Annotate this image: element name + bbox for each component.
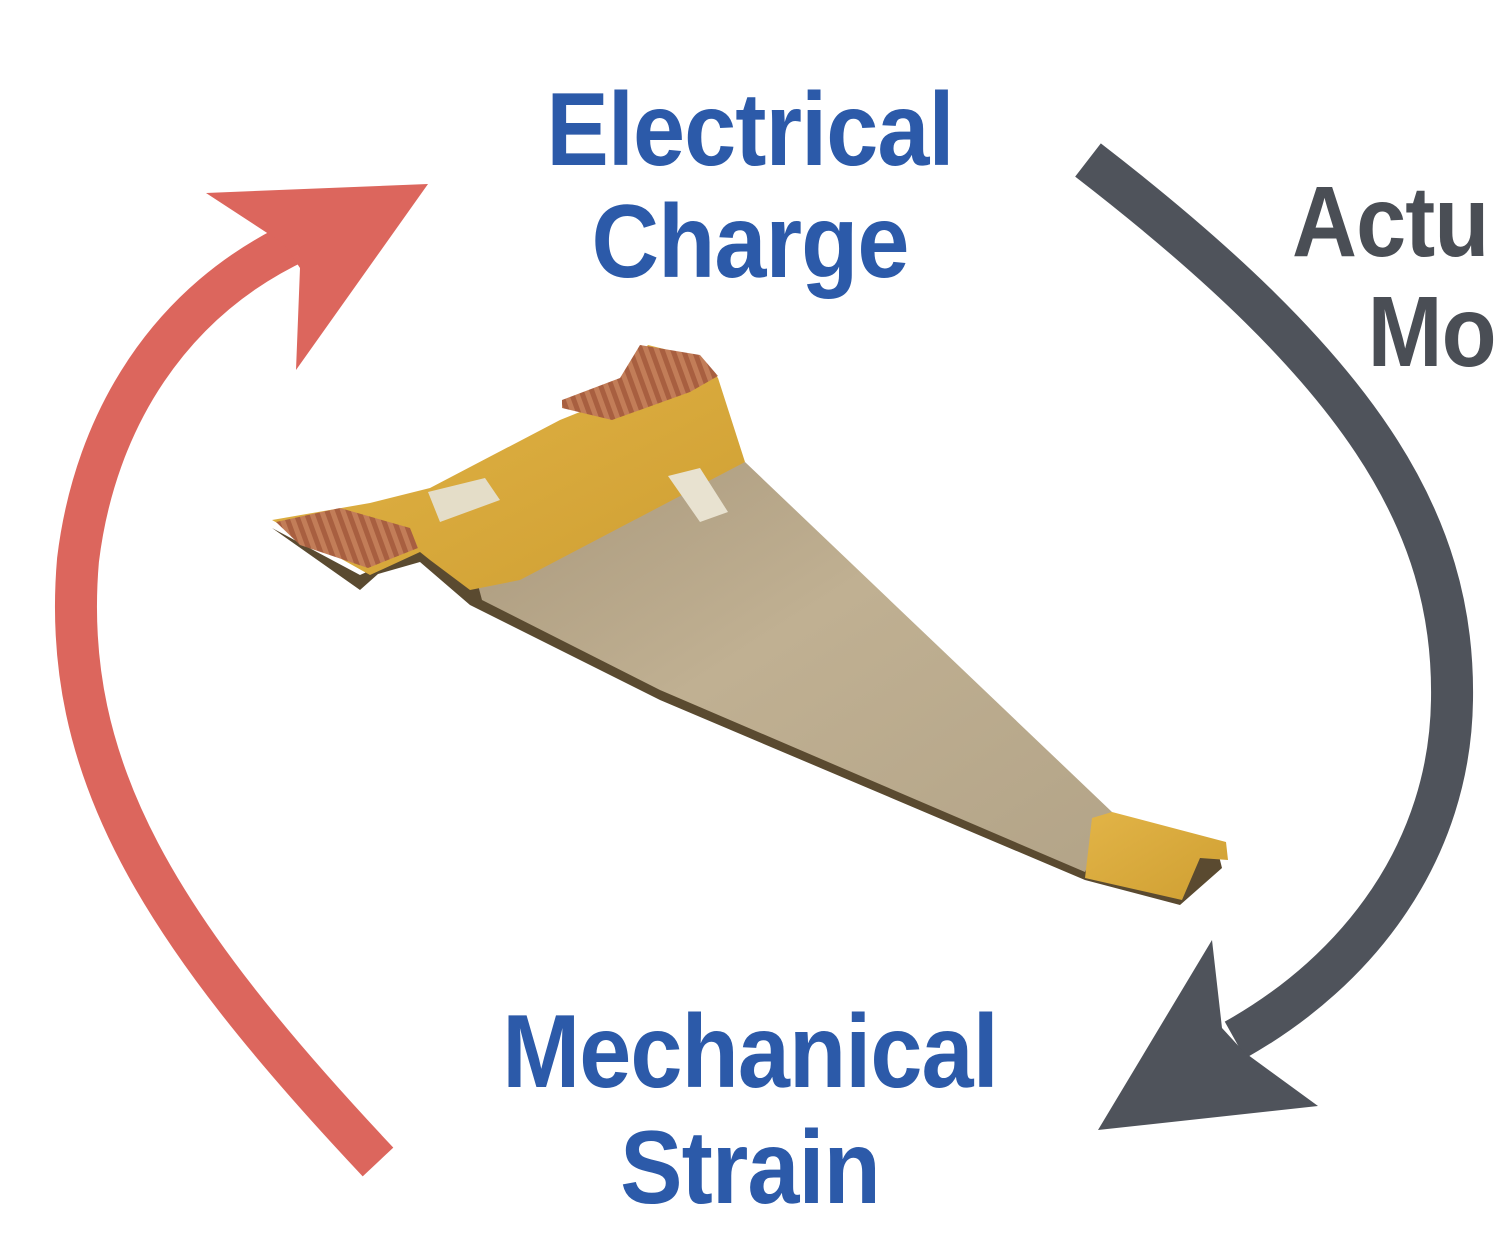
mechanical-strain-line2: Strain <box>620 1110 881 1226</box>
left-arrow-shaft <box>54 220 394 1177</box>
piezo-bimorph-actuator-photo <box>272 345 1228 905</box>
left-arrow-head <box>206 184 428 370</box>
copper-electrode-left <box>276 508 418 568</box>
mechanical-strain-label: Mechanical Strain <box>498 1000 1002 1220</box>
electrical-charge-label: Electrical Charge <box>498 78 1002 294</box>
curved-arrow-up-icon <box>54 184 428 1177</box>
mechanical-strain-line1: Mechanical <box>502 994 999 1110</box>
copper-electrode-top <box>562 345 718 420</box>
actuation-mode-line2: Mo <box>1367 276 1497 388</box>
electrical-charge-line2: Charge <box>591 184 909 300</box>
kapton-tip <box>1085 812 1228 900</box>
electrical-charge-line1: Electrical <box>546 72 954 188</box>
solder-pad-right <box>668 468 728 522</box>
actuation-mode-line1: Actu <box>1292 166 1489 278</box>
piezo-plate <box>470 462 1112 872</box>
right-arrow-shaft <box>1075 143 1474 1059</box>
right-arrow-head <box>1098 940 1318 1130</box>
curved-arrow-down-icon <box>1075 143 1474 1130</box>
solder-pad-left <box>428 478 500 522</box>
actuation-mode-label: Actu Mo <box>1292 166 1497 388</box>
